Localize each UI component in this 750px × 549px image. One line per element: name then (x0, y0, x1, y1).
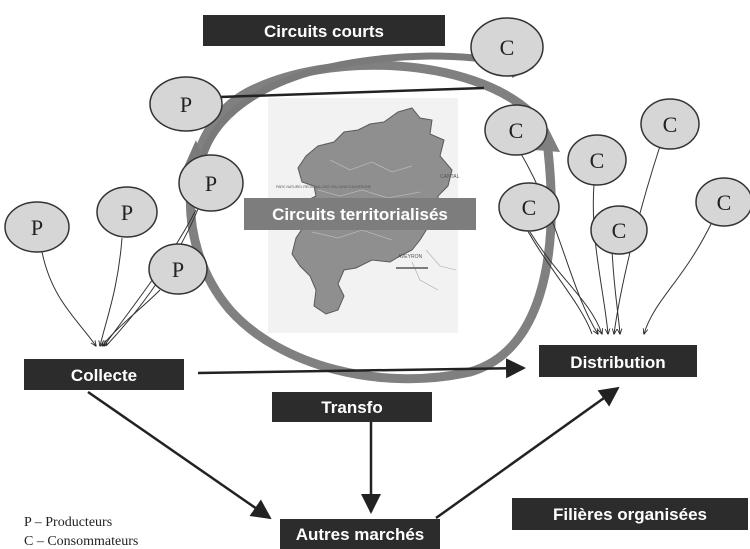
map-label-aveyron: AVEYRON (398, 254, 422, 260)
map-label-cantal: CANTAL (440, 174, 460, 180)
legend-producteurs: P – Producteurs (24, 515, 112, 530)
box-distribution: Distribution (539, 345, 697, 377)
main-flows (87, 358, 620, 520)
consumer-node: C (498, 182, 560, 232)
producer-node: P (178, 154, 244, 212)
svg-text:C: C (663, 112, 678, 137)
link-c4-distribution (644, 221, 713, 334)
transfo-label: Transfo (321, 398, 382, 417)
legend: P – Producteurs C – Consommateurs (24, 515, 138, 549)
legend-consommateurs: C – Consommateurs (24, 534, 138, 549)
consumer-node: C (695, 177, 750, 227)
producer-node: P (149, 76, 223, 132)
collecte-label: Collecte (71, 366, 137, 385)
svg-text:P: P (180, 92, 192, 117)
link-c6-distribution (611, 249, 620, 334)
consumer-node: C (470, 17, 544, 77)
svg-text:C: C (717, 190, 732, 215)
arrow-collecte-autres-marches (87, 390, 272, 520)
loop-arc-right (465, 145, 556, 377)
box-collecte: Collecte (24, 359, 184, 390)
link-p4-collecte (104, 209, 197, 346)
consumer-node: C (567, 134, 627, 186)
box-transfo: Transfo (272, 392, 432, 422)
circuits-territorialises-bg (244, 198, 476, 230)
box-circuits-courts: Circuits courts (203, 15, 445, 46)
svg-text:C: C (612, 218, 627, 243)
box-filieres-organisees: Filières organisées (512, 498, 748, 530)
svg-text:C: C (522, 195, 537, 220)
consumer-node: C (590, 205, 648, 255)
circuits-territorialises-band: Circuits territorialisés (244, 198, 476, 230)
filieres-organisees-label: Filières organisées (553, 505, 707, 524)
link-p3-collecte (102, 289, 161, 346)
circuits-territorialises-label: Circuits territorialisés (272, 205, 448, 224)
link-c5-distribution (529, 231, 602, 334)
svg-text:C: C (509, 118, 524, 143)
svg-text:P: P (31, 215, 43, 240)
svg-text:P: P (172, 257, 184, 282)
box-autres-marches: Autres marchés (280, 519, 440, 549)
arrow-autres-marches-distribution (435, 386, 620, 520)
link-p1-collecte (41, 251, 96, 346)
link-c1-distribution (519, 151, 598, 334)
consumer-nodes: C C C C C C C (470, 17, 750, 255)
direct-line-producer-consumer (219, 86, 485, 99)
map-label-parc: PARC NATUREL RÉGIONAL DES VOLCANS D'AUVE… (276, 184, 372, 189)
svg-text:P: P (205, 171, 217, 196)
map-internal-borders (311, 159, 421, 241)
producer-nodes: P P P P P (4, 76, 244, 295)
producer-node: P (148, 243, 208, 295)
svg-text:P: P (121, 200, 133, 225)
producer-node: P (4, 201, 70, 253)
svg-text:C: C (500, 35, 515, 60)
arrow-collecte-distribution (197, 358, 526, 379)
autres-marches-label: Autres marchés (296, 525, 425, 544)
distribution-label: Distribution (570, 353, 665, 372)
circuits-courts-label: Circuits courts (264, 22, 384, 41)
svg-text:C: C (590, 148, 605, 173)
link-p2-collecte (100, 237, 123, 346)
consumer-node: C (484, 104, 548, 156)
consumer-node: C (640, 98, 700, 150)
producer-node: P (96, 186, 158, 238)
link-c2-distribution (592, 183, 608, 334)
